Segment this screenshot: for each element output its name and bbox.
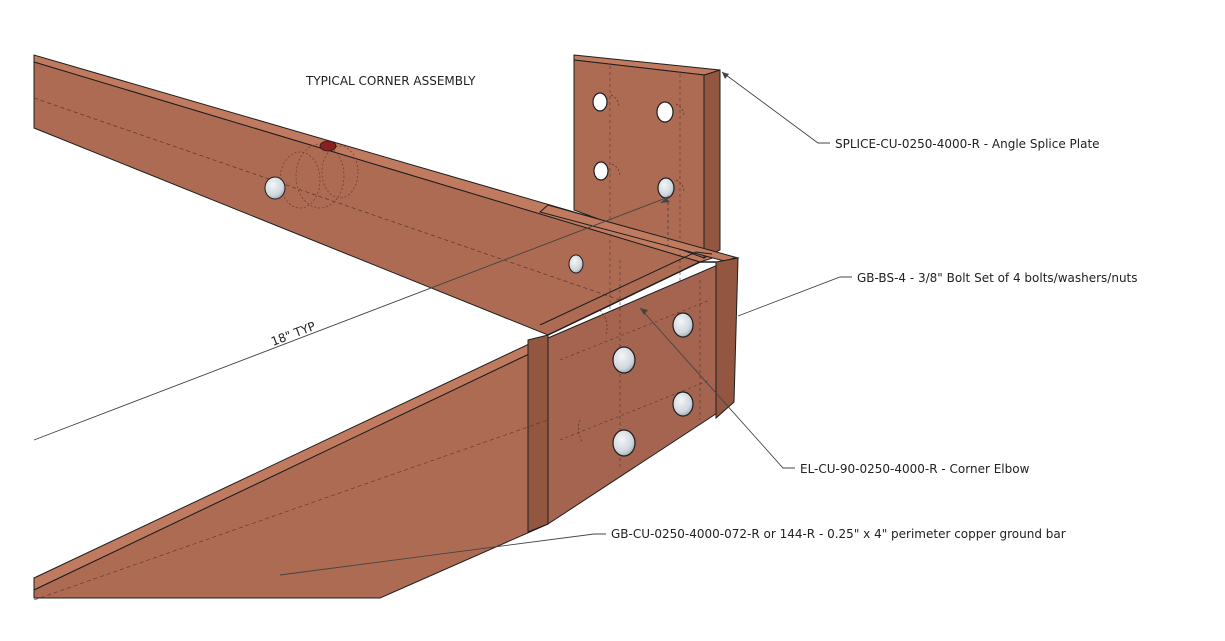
dimension-label: 18" TYP bbox=[269, 319, 317, 349]
leader-lines bbox=[33, 71, 852, 576]
angle-splice-plate bbox=[573, 54, 721, 440]
callout-splice-plate: SPLICE-CU-0250-4000-R - Angle Splice Pla… bbox=[835, 137, 1100, 151]
bolts-elbow bbox=[568, 254, 694, 457]
diagram-title: TYPICAL CORNER ASSEMBLY bbox=[305, 74, 476, 88]
callout-bolt-set: GB-BS-4 - 3/8" Bolt Set of 4 bolts/washe… bbox=[857, 271, 1138, 285]
callout-corner-elbow: EL-CU-90-0250-4000-R - Corner Elbow bbox=[800, 462, 1030, 476]
hidden-bolt-left-bar bbox=[279, 143, 359, 209]
callout-ground-bar: GB-CU-0250-4000-072-R or 144-R - 0.25" x… bbox=[611, 527, 1066, 541]
bolt-nut-top bbox=[319, 140, 337, 152]
front-ground-bar bbox=[33, 334, 549, 601]
leader-arrowheads bbox=[640, 72, 729, 315]
bolt-left-bar bbox=[264, 176, 286, 200]
